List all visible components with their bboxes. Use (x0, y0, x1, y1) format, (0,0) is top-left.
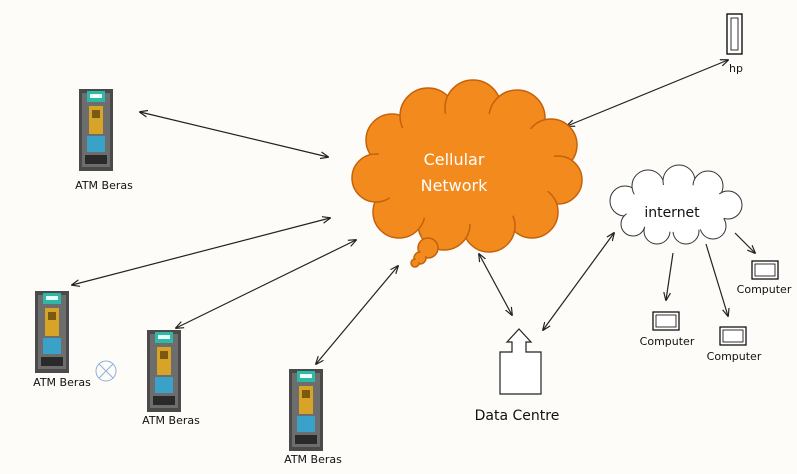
data-centre-icon (499, 328, 542, 395)
data-centre: Data Centre (475, 328, 560, 424)
atm-label: ATM Beras (284, 453, 342, 466)
hp-device: hp (726, 13, 743, 75)
computer-3: Computer (707, 326, 762, 363)
atm-1: ATM Beras (75, 89, 133, 192)
link-hp-cellular (567, 60, 728, 126)
link-atm4-cellular (316, 266, 398, 364)
hp-label: hp (729, 62, 743, 75)
atm-3: ATM Beras (142, 330, 200, 427)
computer-icon (719, 326, 747, 346)
atm-image (147, 330, 181, 412)
disconnected-icon (95, 360, 117, 382)
atm-image (79, 89, 113, 171)
internet-cloud: internet (609, 164, 743, 245)
atm-4: ATM Beras (284, 369, 342, 466)
computer-label: Computer (737, 283, 792, 296)
link-datacentre-internet (543, 233, 614, 330)
data-centre-label: Data Centre (475, 408, 560, 424)
atm-2: ATM Beras (33, 291, 117, 389)
computer-2: Computer (640, 311, 695, 348)
atm-label: ATM Beras (33, 376, 91, 389)
cellular-network-cloud: Cellular Network (351, 79, 583, 268)
link-internet-computer3 (705, 243, 728, 316)
computer-label: Computer (640, 335, 695, 348)
atm-label: ATM Beras (142, 414, 200, 427)
connections (72, 60, 755, 364)
link-cellular-datacentre (479, 254, 512, 315)
link-internet-computer1 (734, 232, 755, 253)
computer-icon (652, 311, 680, 331)
phone-icon (726, 13, 743, 55)
cellular-network-label-line1: Cellular (424, 150, 485, 169)
link-internet-computer2 (666, 252, 674, 300)
computer-1: Computer (737, 260, 792, 296)
atm-label: ATM Beras (75, 179, 133, 192)
cellular-network-label-line2: Network (421, 176, 489, 195)
atm-image (289, 369, 323, 451)
link-atm3-cellular (176, 240, 356, 328)
computer-icon (751, 260, 779, 280)
link-atm1-cellular (140, 112, 328, 157)
atm-image (35, 291, 69, 373)
link-atm2-cellular (72, 218, 330, 285)
computer-label: Computer (707, 350, 762, 363)
internet-label: internet (644, 205, 700, 221)
